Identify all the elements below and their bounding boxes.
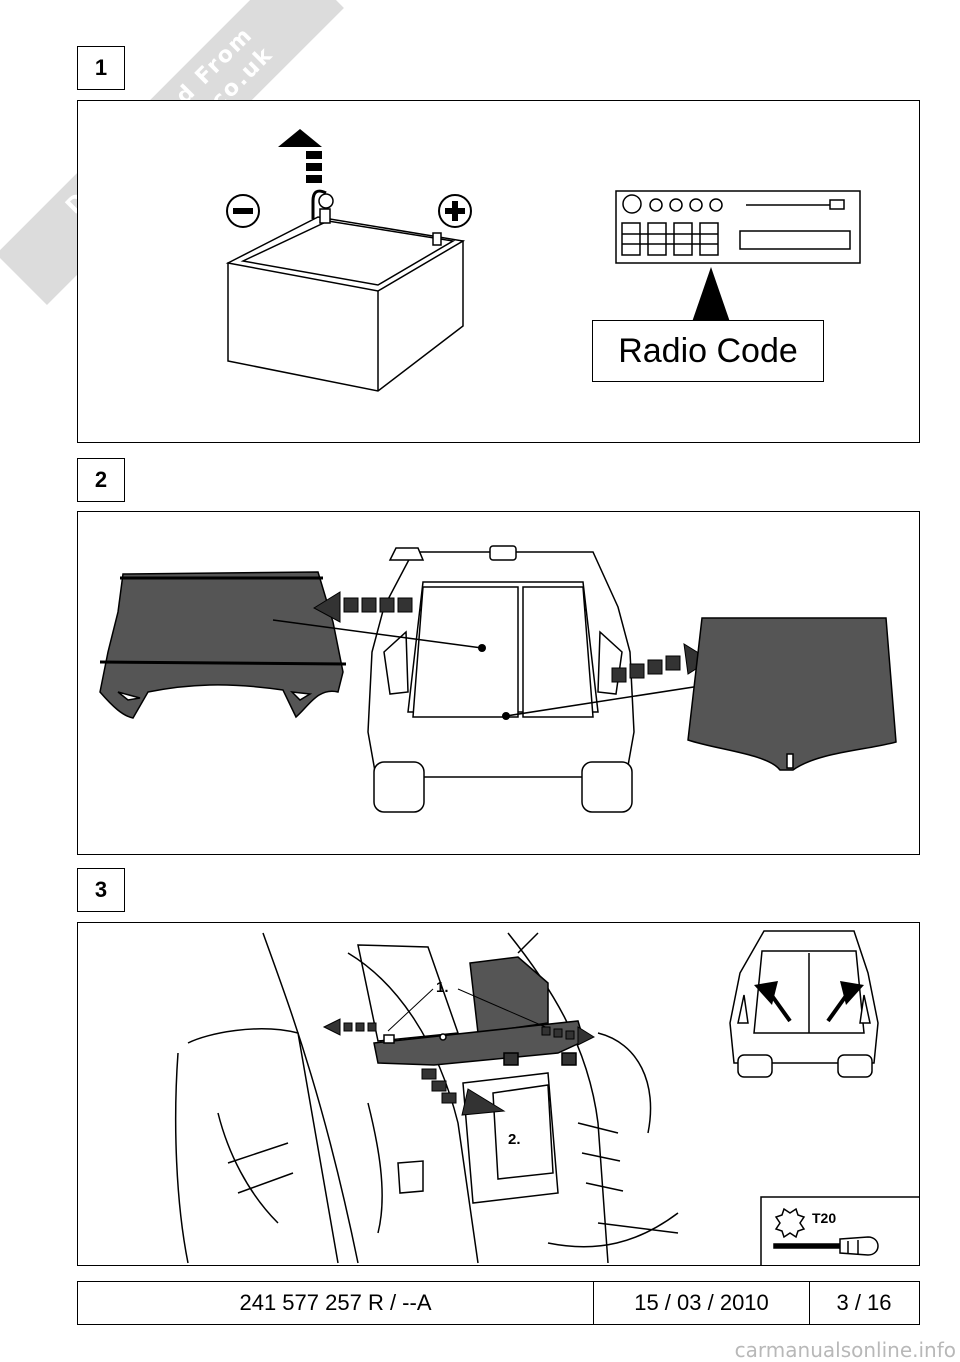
pointer-arrow-icon <box>692 267 730 322</box>
page-number: 3 / 16 <box>836 1290 892 1315</box>
car-inset-icon <box>729 930 879 1078</box>
site-watermark-url: carmanualsonline.info <box>734 1338 956 1362</box>
step-2-panel <box>77 511 920 855</box>
callout-1-label: 1. <box>436 979 449 996</box>
step-number-2: 2 <box>77 458 125 502</box>
trim-panel-icon <box>373 1020 585 1066</box>
inset-arrow-left-icon <box>754 981 792 1023</box>
lift-arrow-icon <box>278 129 322 183</box>
trunk-mat-icon <box>687 617 897 771</box>
car-rear-icon <box>367 545 635 813</box>
radio-code-label: Radio Code <box>592 320 824 382</box>
step-number-1: 1 <box>77 46 125 90</box>
tool-label: T20 <box>812 1210 837 1226</box>
document-footer: 241 577 257 R / --A 15 / 03 / 2010 3 / 1… <box>77 1281 920 1325</box>
clip-arrow-left-icon <box>322 1018 377 1036</box>
trunk-removal-illustration <box>99 545 897 813</box>
minus-terminal-icon <box>226 194 260 228</box>
trunk-interior-outline <box>174 932 679 1264</box>
battery-radio-illustration <box>225 129 861 392</box>
plus-terminal-icon <box>438 194 472 228</box>
part-number: 241 577 257 R / --A <box>78 1282 594 1324</box>
pull-arrow-icon <box>421 1068 506 1116</box>
document-date: 15 / 03 / 2010 <box>594 1282 810 1324</box>
trim-removal-illustration <box>174 930 919 1265</box>
parcel-shelf-icon <box>99 571 347 719</box>
battery-icon <box>225 189 466 392</box>
inset-arrow-right-icon <box>826 981 864 1023</box>
step-3-panel: 1. 2. T20 <box>77 922 920 1266</box>
screwdriver-icon <box>773 1236 879 1256</box>
step-number-3: 3 <box>77 868 125 912</box>
step-1-panel: Radio Code <box>77 100 920 443</box>
callout-2-label: 2. <box>508 1131 521 1148</box>
torx-icon <box>774 1207 806 1239</box>
clip-arrow-right-icon <box>541 1026 596 1046</box>
radio-unit-icon <box>615 190 861 264</box>
left-arrow-icon <box>312 591 413 623</box>
